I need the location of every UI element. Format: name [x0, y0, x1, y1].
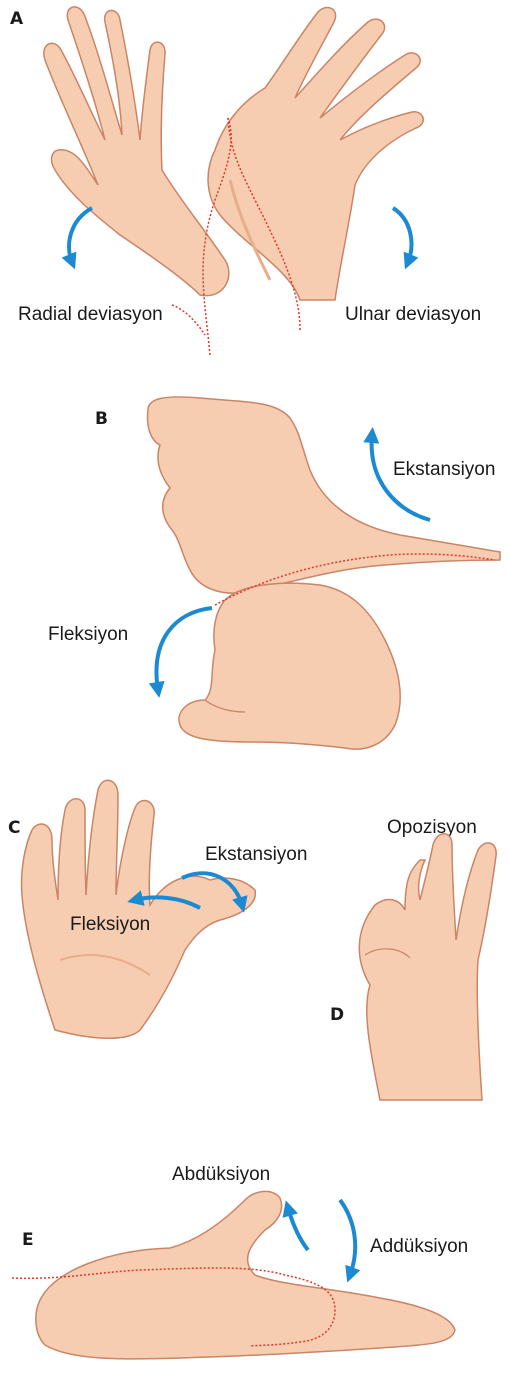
- flexion-arrow: [157, 608, 212, 690]
- adduction-arrow: [340, 1200, 355, 1275]
- panel-a-letter: A: [10, 9, 24, 29]
- extension-label: Ekstansiyon: [393, 459, 495, 480]
- ulnar-deviation-label: Ulnar deviasyon: [345, 304, 481, 325]
- panel-d-letter: D: [330, 1005, 344, 1025]
- panel-c: C Ekstansiyon Fleksiyon: [8, 780, 307, 1038]
- ulnar-deviation-arrow: [393, 208, 411, 262]
- radial-deviation-arrow: [69, 208, 92, 262]
- panel-e: Abdüksiyon E Addüksiyon: [12, 1164, 468, 1359]
- left-hand-illustration: [44, 7, 229, 296]
- left-wrist-line: [172, 305, 205, 335]
- lower-hand-illustration: [179, 583, 400, 749]
- panel-a: A Radial deviasyon Ulnar deviasyon: [10, 7, 481, 355]
- panel-d: Opozisyon D: [330, 817, 496, 1100]
- thumb-flexion-label: Fleksiyon: [70, 914, 150, 935]
- open-palm-illustration: [22, 780, 256, 1038]
- opposition-hand-illustration: [359, 834, 496, 1100]
- panel-e-letter: E: [22, 1230, 34, 1250]
- right-hand-illustration: [208, 7, 423, 300]
- adduction-label: Addüksiyon: [370, 1236, 468, 1257]
- abduction-label: Abdüksiyon: [172, 1164, 270, 1185]
- panel-c-letter: C: [8, 818, 20, 838]
- radial-deviation-label: Radial deviasyon: [18, 304, 163, 325]
- thumb-extension-label: Ekstansiyon: [205, 844, 307, 865]
- panel-b: B Ekstansiyon Fleksiyon: [48, 340, 500, 749]
- opposition-label: Opozisyon: [387, 817, 477, 838]
- side-hand-illustration: [36, 1191, 455, 1359]
- panel-b-letter: B: [95, 409, 108, 429]
- abduction-arrow: [288, 1208, 308, 1250]
- flexion-label: Fleksiyon: [48, 624, 128, 645]
